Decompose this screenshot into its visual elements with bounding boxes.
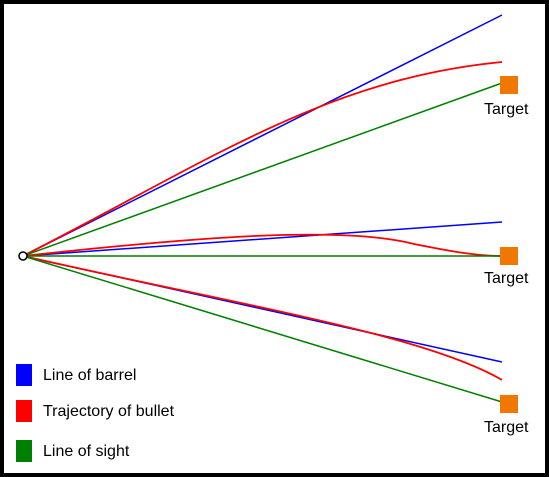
legend-swatch-sight [16,440,32,462]
firing-point [18,251,28,261]
legend-item-trajectory: Trajectory of bullet [16,400,175,422]
barrel-line-level [22,221,503,257]
target-label-upward: Target [484,101,529,118]
legend-label-trajectory: Trajectory of bullet [43,403,175,420]
trajectory-downward [22,255,503,381]
target-level [500,247,518,265]
trajectory-upward [22,61,503,257]
target-downward [500,395,518,413]
scenario-upward: Target [22,14,529,257]
scenario-downward: Target [22,255,529,436]
target-label-level: Target [484,270,529,287]
diagram-canvas: Target Target Target Line of barrel [4,4,545,473]
legend-label-barrel: Line of barrel [43,367,136,384]
legend-item-barrel: Line of barrel [16,364,136,386]
legend-swatch-barrel [16,364,32,386]
legend-swatch-trajectory [16,400,32,422]
legend-item-sight: Line of sight [16,440,130,462]
barrel-line-upward [22,14,503,257]
legend: Line of barrel Trajectory of bullet Line… [16,364,175,462]
target-upward [500,76,518,94]
sight-line-upward [22,82,503,257]
sight-line-downward [22,255,503,403]
legend-label-sight: Line of sight [43,443,130,460]
scenario-level: Target [22,221,529,287]
target-label-downward: Target [484,419,529,436]
trajectory-diagram: Target Target Target Line of barrel [16,14,529,462]
trajectory-level [22,233,503,257]
